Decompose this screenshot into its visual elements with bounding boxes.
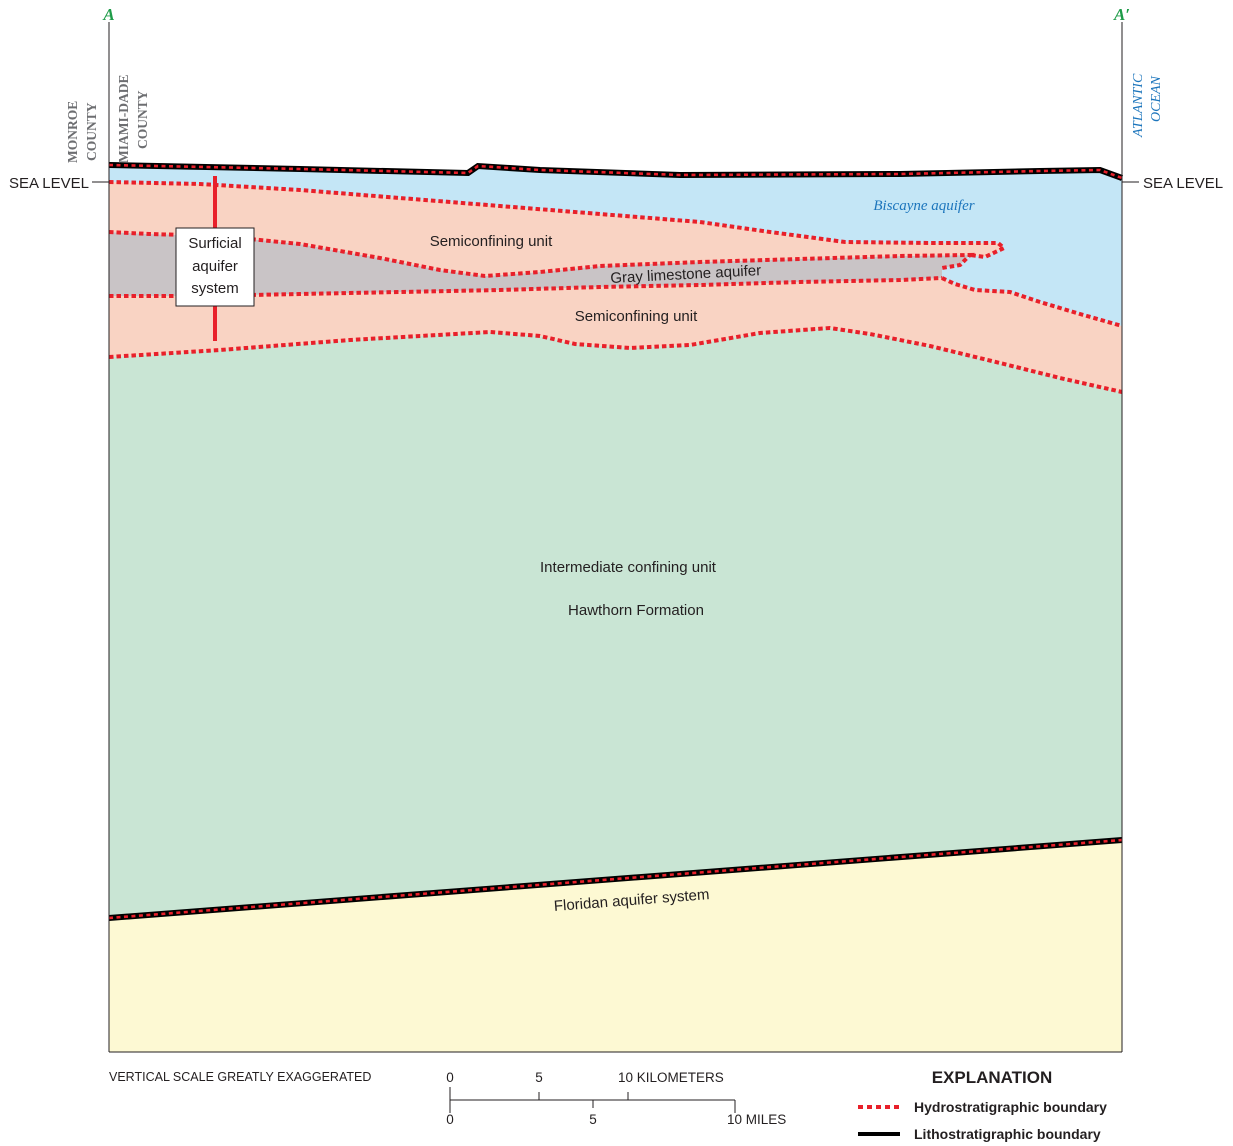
legend-hydro-label: Hydrostratigraphic boundary xyxy=(914,1099,1107,1115)
scale-km-5: 5 xyxy=(535,1070,543,1085)
floridan-aquifer-polygon xyxy=(109,840,1122,1052)
surficial-line3: system xyxy=(191,280,239,297)
county-labels: MONROE COUNTY MIAMI-DADE COUNTY xyxy=(65,75,150,164)
intermediate-confining-unit-polygon xyxy=(109,328,1122,918)
intermediate-top-boundary xyxy=(108,325,1123,394)
section-end-right: A′ xyxy=(1113,5,1130,24)
biscayne-lower-boundary xyxy=(941,276,1123,328)
intermediate-confining-label: Intermediate confining unit xyxy=(540,559,717,576)
upper-semiconfining-label: Semiconfining unit xyxy=(430,233,553,250)
surficial-label-box xyxy=(175,227,255,307)
sea-level-left: SEA LEVEL xyxy=(9,175,89,192)
county-left-line1: MONROE xyxy=(65,101,80,163)
biscayne-base-boundary xyxy=(108,180,1008,260)
hawthorn-formation-label: Hawthorn Formation xyxy=(568,602,704,619)
unit-polygons xyxy=(109,165,1122,1052)
scale-bar: 0 5 10 KILOMETERS 0 5 10 MILES xyxy=(446,1070,786,1127)
vertical-scale-note: VERTICAL SCALE GREATLY EXAGGERATED xyxy=(109,1070,371,1084)
lower-semiconfining-unit-polygon xyxy=(109,278,1122,392)
combined-boundaries xyxy=(108,162,1124,921)
upper-semiconfining-unit-polygon xyxy=(109,182,1004,276)
legend-litho-label: Lithostratigraphic boundary xyxy=(914,1126,1101,1142)
surficial-aquifer-bracket: Surficial aquifer system xyxy=(175,176,255,341)
legend-title: EXPLANATION xyxy=(932,1068,1053,1087)
surficial-line1: Surficial xyxy=(188,235,241,252)
section-end-left: A xyxy=(102,5,114,24)
gray-limestone-aquifer-polygon xyxy=(109,232,970,296)
scale-mi-0: 0 xyxy=(446,1112,454,1127)
scale-km-10: 10 KILOMETERS xyxy=(618,1070,724,1085)
ocean-line2: OCEAN xyxy=(1149,75,1164,122)
scale-mi-5: 5 xyxy=(589,1112,597,1127)
scale-km-0: 0 xyxy=(446,1070,454,1085)
county-right-line2: COUNTY xyxy=(135,90,150,149)
land-surface-hydro xyxy=(108,163,1123,180)
biscayne-aquifer-polygon xyxy=(109,165,1122,326)
surficial-line2: aquifer xyxy=(192,258,238,275)
county-right-line1: MIAMI-DADE xyxy=(116,75,131,164)
sea-level-right: SEA LEVEL xyxy=(1143,175,1223,192)
scale-mi-10: 10 MILES xyxy=(727,1112,786,1127)
lower-semiconfining-label: Semiconfining unit xyxy=(575,308,698,325)
biscayne-aquifer-label: Biscayne aquifer xyxy=(873,198,974,214)
ocean-line1: ATLANTIC xyxy=(1131,73,1146,138)
county-left-line2: COUNTY xyxy=(84,102,99,161)
legend: EXPLANATION Hydrostratigraphic boundary … xyxy=(858,1068,1107,1142)
floridan-top-litho xyxy=(108,837,1123,921)
ocean-label: ATLANTIC OCEAN xyxy=(1131,73,1164,138)
section-frame xyxy=(92,22,1139,1053)
